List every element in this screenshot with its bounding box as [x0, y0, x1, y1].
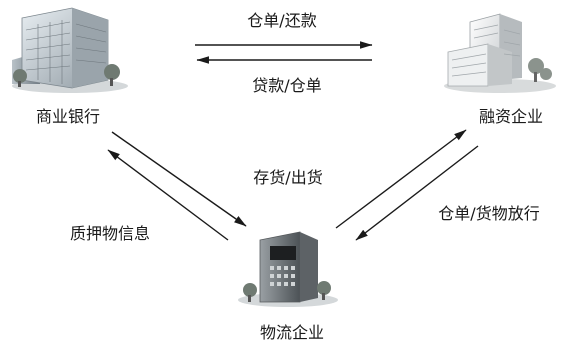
bank-building-icon	[12, 7, 128, 93]
edge-label-finance-to-bank: 贷款/仓单	[252, 76, 321, 95]
edge-label-logistics-to-finance: 仓单/货物放行	[438, 204, 539, 223]
finance-company-label: 融资企业	[479, 107, 543, 126]
arrow-bank-to-logistics	[111, 131, 247, 227]
logistics-building-icon	[238, 231, 338, 307]
edge-label-bank-to-finance: 仓单/还款	[247, 11, 316, 30]
bank-label: 商业银行	[36, 107, 100, 126]
company-building-icon	[444, 13, 556, 93]
logistics-company-label: 物流企业	[260, 323, 324, 342]
edge-label-finance-to-logistics: 存货/出货	[253, 168, 322, 187]
arrow-logistics-to-finance	[335, 129, 467, 229]
arrow-finance-to-logistics	[355, 145, 479, 241]
edge-label-logistics-to-bank: 质押物信息	[70, 224, 150, 243]
arrow-logistics-to-bank	[107, 149, 229, 241]
